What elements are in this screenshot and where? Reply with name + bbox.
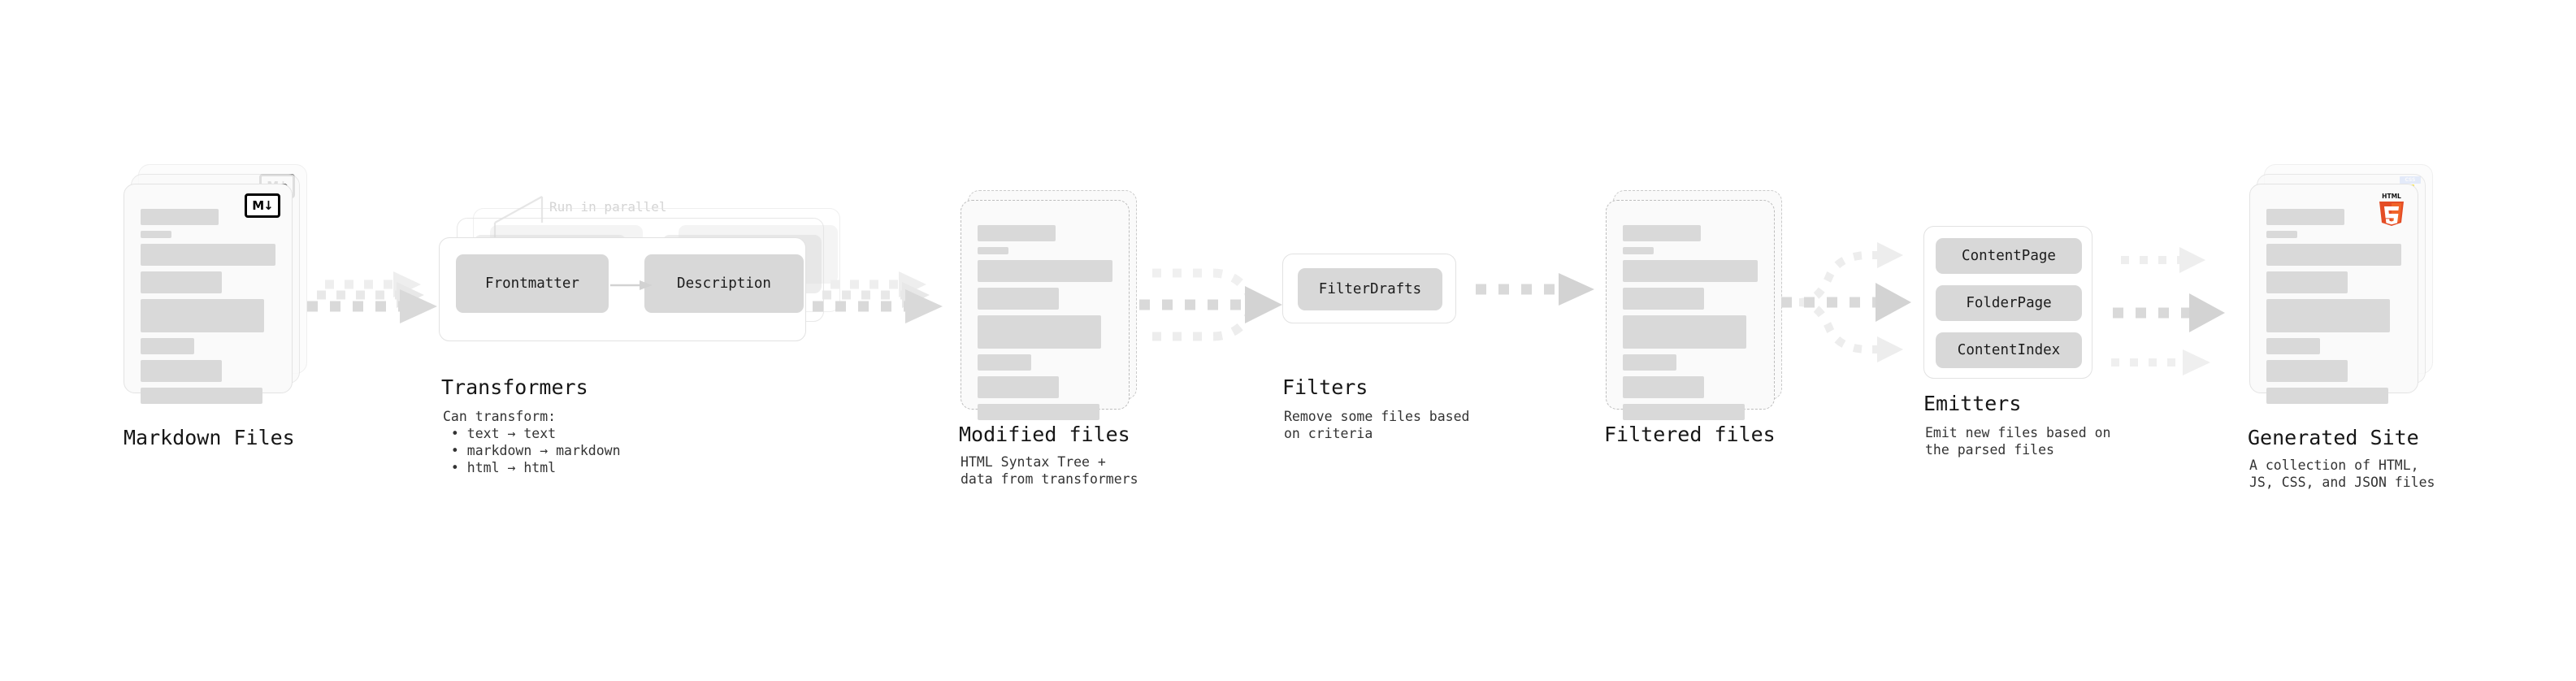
transformers-subtitle: Can transform: • text → text • markdown …	[443, 409, 621, 475]
emitters-group: ContentPage FolderPage ContentIndex	[1923, 226, 2092, 379]
transformer-pill-frontmatter[interactable]: Frontmatter	[456, 254, 609, 313]
connector-filtered-to-emitters	[1780, 237, 1934, 375]
skeleton-lines	[2266, 209, 2403, 410]
filtered-file-card-front	[1606, 200, 1775, 420]
transformers-title: Transformers	[441, 375, 588, 399]
skeleton-lines	[978, 225, 1114, 426]
filters-title: Filters	[1282, 375, 1368, 399]
skeleton-lines	[1623, 225, 1759, 426]
connector-emitters-to-site	[2110, 232, 2264, 375]
filters-subtitle: Remove some files based on criteria	[1284, 409, 1470, 441]
emitter-pill-contentpage[interactable]: ContentPage	[1936, 238, 2082, 274]
emitter-pill-contentindex[interactable]: ContentIndex	[1936, 332, 2082, 368]
connector-markdown-to-transformers	[302, 268, 449, 349]
transformer-pill-description[interactable]: Description	[644, 254, 804, 313]
filters-group: FilterDrafts	[1282, 254, 1456, 323]
skeleton-lines	[141, 209, 277, 410]
connector-filters-to-filtered	[1472, 273, 1602, 322]
markdown-badge: M↓	[245, 193, 280, 218]
filtered-files-title: Filtered files	[1604, 423, 1776, 446]
generated-file-card-front: HTML	[2249, 184, 2418, 404]
svg-text:HTML: HTML	[2382, 193, 2401, 200]
emitter-pill-folderpage[interactable]: FolderPage	[1936, 285, 2082, 321]
transformer-inner-arrow-front	[610, 279, 659, 292]
modified-file-card-front	[961, 200, 1130, 420]
connector-transformers-to-modified	[808, 268, 954, 349]
connector-modified-to-filters	[1134, 258, 1289, 364]
transformer-group-front: Frontmatter Description	[439, 237, 806, 341]
run-in-parallel-label: Run in parallel	[549, 199, 667, 215]
markdown-file-card-front: M↓	[124, 184, 293, 404]
html5-badge: HTML	[2375, 191, 2408, 227]
emitters-title: Emitters	[1923, 392, 2022, 415]
modified-files-subtitle: HTML Syntax Tree + data from transformer…	[961, 454, 1138, 487]
modified-files-title: Modified files	[959, 423, 1130, 446]
generated-site-title: Generated Site	[2248, 426, 2419, 449]
markdown-files-title: Markdown Files	[124, 426, 295, 449]
generated-site-subtitle: A collection of HTML, JS, CSS, and JSON …	[2249, 458, 2435, 490]
filter-pill-filterdrafts[interactable]: FilterDrafts	[1298, 268, 1442, 310]
emitters-subtitle: Emit new files based on the parsed files	[1925, 425, 2111, 458]
